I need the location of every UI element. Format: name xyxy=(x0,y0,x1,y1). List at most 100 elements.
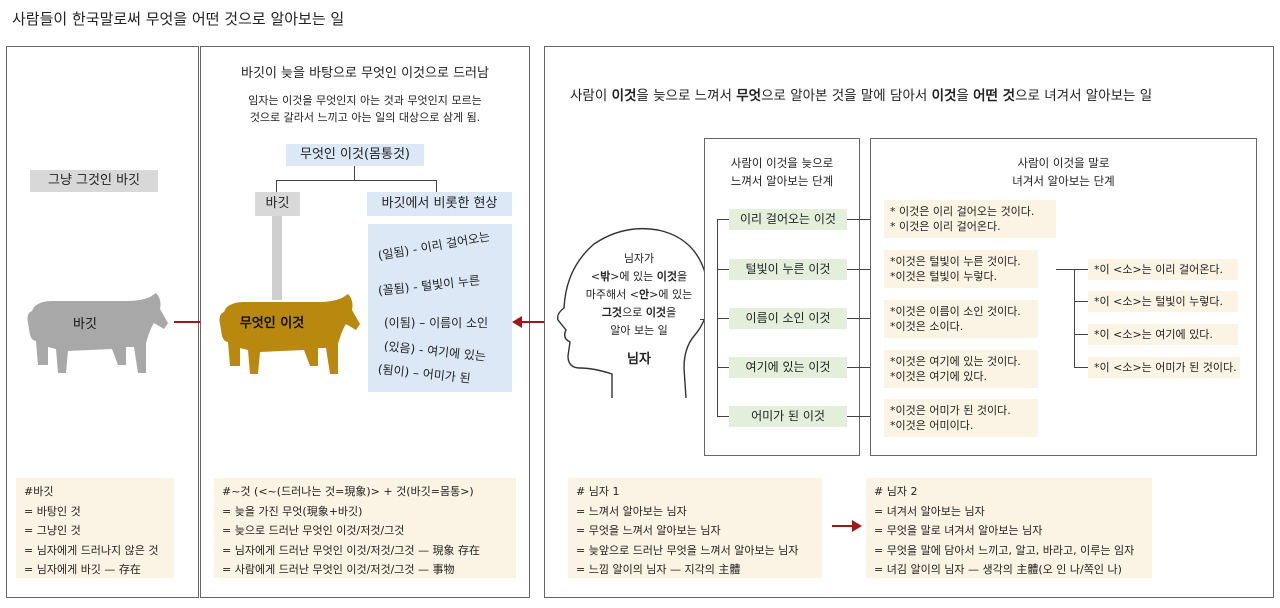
cow-grey-label: 바깃 xyxy=(73,317,97,332)
head-text-bold: 이것 xyxy=(645,306,667,319)
so-hline xyxy=(1074,301,1088,302)
panel2-heading: 바깃이 늦을 바탕으로 무엇인 이것으로 드러남 xyxy=(241,66,489,81)
right-box-phenomenon: 바깃에서 비롯한 현상 xyxy=(367,192,512,216)
panel3-heading: 사람이 이것을 늦으로 느껴서 무엇으로 알아본 것을 말에 담아서 이것을 어… xyxy=(570,84,1152,104)
stage2-item: * 이것은 이리 걸어오는 것이다. * 이것은 이리 걸어온다. xyxy=(884,200,1056,238)
so-hline xyxy=(1074,269,1088,270)
head-text: 으로 xyxy=(622,306,646,319)
heading-part: 을 xyxy=(956,88,974,104)
left-box-bakkit: 바깃 xyxy=(255,192,300,216)
nimja2-note-line: = 무엇을 말에 담아서 느끼고, 알고, 바라고, 이루는 임자 xyxy=(874,543,1135,557)
nimja1-note-line: # 님자 1 xyxy=(576,485,620,498)
stage2-item-line: *이것은 털빛이 누렇다. xyxy=(890,270,998,283)
stage-connector xyxy=(847,416,885,417)
stage1-hline xyxy=(717,416,729,417)
heading-part-bold: 어떤 것 xyxy=(973,88,1016,104)
panel2-sub2: 것으로 갈라서 느끼고 아는 일의 대상으로 삼게 됨. xyxy=(249,111,481,124)
arrow-line xyxy=(832,525,854,527)
stage2-item: *이것은 어미가 된 것이다. *이것은 어미이다. xyxy=(884,399,1038,437)
panel2-note-line: = 늦으로 드러난 무엇인 이것/저것/그것 xyxy=(222,524,405,537)
stage1-item: 여기에 있는 이것 xyxy=(729,357,847,378)
grey-connector xyxy=(272,216,282,300)
so-vline xyxy=(1074,269,1075,368)
stage1-hline xyxy=(717,219,729,220)
stage-connector xyxy=(847,269,885,270)
head-text: 을 xyxy=(666,306,677,319)
stage1-item: 털빛이 누른 이것 xyxy=(729,259,847,280)
head-text: 마주해서 < xyxy=(585,288,639,301)
head-text: >에 있는 xyxy=(649,288,693,301)
so-connector xyxy=(1056,269,1074,270)
stage2-item-line: *이것은 여기에 있다. xyxy=(890,370,987,383)
phenomenon-box xyxy=(368,224,512,392)
so-hline xyxy=(1074,334,1088,335)
tree-line xyxy=(436,180,437,192)
heading-part: 으로 녀겨서 알아보는 일 xyxy=(1015,88,1153,104)
cow-grey-icon xyxy=(27,293,168,373)
panel1-note-line: = 그냥인 것 xyxy=(24,524,81,537)
panel1-note-line: = 님자에게 드러나지 않은 것 xyxy=(24,543,159,557)
heading-part-bold: 이것 xyxy=(611,88,637,104)
panel1-note-line: = 님자에게 바깃 — 存在 xyxy=(24,563,141,576)
panel1-note-line: = 바탕인 것 xyxy=(24,504,81,518)
stage2-item-line: *이것은 소이다. xyxy=(890,320,964,333)
panel2-note: #~것 (<~(드러나는 것=現象)> + 것(바깃=몸통>) = 늦을 가진 … xyxy=(214,478,516,578)
so-item: *이 <소>는 이리 걸어온다. xyxy=(1088,259,1238,280)
nimja2-note-line: = 녀겨서 알아보는 님자 xyxy=(874,504,985,518)
panel1-note: #바깃 = 바탕인 것 = 그냥인 것 = 님자에게 드러나지 않은 것 = 님… xyxy=(16,478,174,578)
heading-part-bold: 이것 xyxy=(931,88,957,104)
stage2-item-line: *이것은 여기에 있는 것이다. xyxy=(890,355,1021,368)
nimja2-note-line: = 녀김 알이의 님자 — 생각의 主體(오 인 나/쪽인 나) xyxy=(874,563,1122,576)
stage2-title-line: 녀겨서 알아보는 단계 xyxy=(1012,174,1115,188)
stage1-title-line: 사람이 이것을 늦으로 xyxy=(730,156,834,170)
arrow-head-right-icon xyxy=(852,520,862,532)
phenomenon-item: (이됨) – 이름이 소인 xyxy=(384,316,489,330)
stage2-item-line: * 이것은 이리 걸어오는 것이다. xyxy=(890,205,1035,218)
stage1-item: 이름이 소인 이것 xyxy=(729,308,847,329)
so-item: *이 <소>는 털빛이 누렇다. xyxy=(1088,291,1238,312)
head-line-2: <밖>에 있는 이것을 xyxy=(574,268,704,284)
stage1-hline xyxy=(717,367,729,368)
arrow-line xyxy=(520,321,556,323)
stage2-item-line: *이것은 이름이 소인 것이다. xyxy=(890,305,1021,318)
heading-part: 으로 알아본 것을 말에 담아서 xyxy=(761,88,932,104)
panel2-note-line: = 님자에게 드러난 무엇인 이것/저것/그것 — 現象 存在 xyxy=(222,543,481,557)
head-line-1: 님자가 xyxy=(623,252,655,265)
panel2-note-line: = 늦을 가진 무엇(現象+바깃) xyxy=(222,504,363,518)
stage2-item-line: *이것은 털빛이 누른 것이다. xyxy=(890,255,1021,268)
panel2-sub1: 임자는 이것을 무엇인지 아는 것과 무엇인지 모르는 xyxy=(248,94,482,107)
cow-gold-icon xyxy=(219,294,360,374)
nimja1-note-line: = 늦앞으로 드러난 무엇을 느껴서 알아보는 님자 xyxy=(576,543,799,557)
nimja1-note-line: = 무엇을 느껴서 알아보는 님자 xyxy=(576,524,721,537)
stage1-item: 어미가 된 이것 xyxy=(729,406,847,427)
heading-part: 사람이 xyxy=(570,88,612,104)
tree-line xyxy=(276,180,277,192)
heading-part-bold: 무엇 xyxy=(736,88,762,104)
cow-gold-label: 무엇인 이것 xyxy=(239,316,305,331)
panel1-heading: 그냥 그것인 바깃 xyxy=(30,170,158,192)
head-line-4: 그것으로 이것을 xyxy=(574,304,704,320)
stage-connector xyxy=(847,219,885,220)
head-text-bold: 밖 xyxy=(600,270,611,283)
arrow-head-left-icon xyxy=(512,316,522,328)
heading-part: 을 늦으로 느껴서 xyxy=(636,88,737,104)
stage2-item-line: * 이것은 이리 걸어온다. xyxy=(890,220,1001,233)
stage2-item: *이것은 여기에 있는 것이다. *이것은 여기에 있다. xyxy=(884,350,1038,388)
tree-line xyxy=(354,166,355,181)
tree-line xyxy=(276,180,436,181)
nimja2-note: # 님자 2 = 녀겨서 알아보는 님자 = 무엇을 말로 녀겨서 알아보는 님… xyxy=(866,478,1152,578)
so-item: *이 <소>는 여기에 있다. xyxy=(1088,324,1238,345)
nimja1-note-line: = 느껴서 알아보는 님자 xyxy=(576,504,687,518)
panel1-note-line: #바깃 xyxy=(24,485,54,498)
panel2-note-line: #~것 (<~(드러나는 것=現象)> + 것(바깃=몸통>) xyxy=(222,485,474,498)
so-item: *이 <소>는 어미가 된 것이다. xyxy=(1088,357,1240,378)
stage-connector xyxy=(847,318,885,319)
head-text: 을 xyxy=(677,270,688,283)
head-line-3: 마주해서 <안>에 있는 xyxy=(574,286,704,302)
head-text-bold: 안 xyxy=(639,288,650,301)
arrow-line xyxy=(174,321,210,323)
stage1-item: 이리 걸어오는 이것 xyxy=(729,209,847,230)
nimja2-note-line: = 무엇을 말로 녀겨서 알아보는 님자 xyxy=(874,524,1043,537)
so-hline xyxy=(1074,367,1088,368)
stage2-title-line: 사람이 이것을 말로 xyxy=(1017,156,1110,170)
